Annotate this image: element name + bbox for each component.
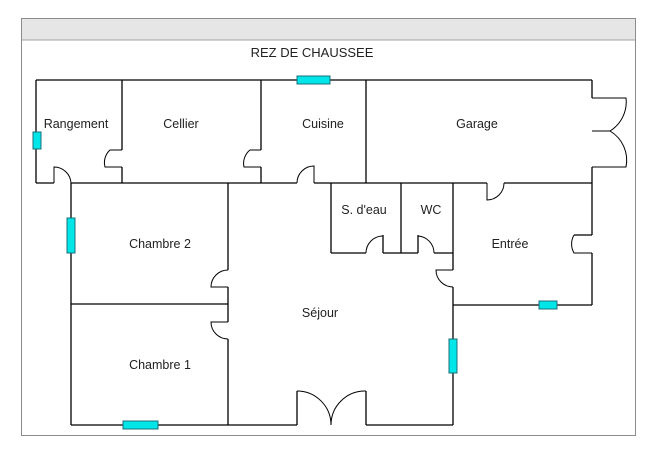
room-label-salle-eau: S. d'eau bbox=[341, 203, 387, 217]
room-label-sejour: Séjour bbox=[302, 306, 338, 320]
header-bar bbox=[22, 19, 635, 40]
room-label-entree: Entrée bbox=[492, 237, 529, 251]
plan-title: REZ DE CHAUSSEE bbox=[251, 45, 374, 60]
room-label-wc: WC bbox=[421, 203, 442, 217]
room-label-chambre1: Chambre 1 bbox=[129, 358, 191, 372]
room-labels: Rangement Cellier Cuisine Garage S. d'ea… bbox=[44, 117, 529, 372]
room-label-cellier: Cellier bbox=[163, 117, 198, 131]
room-label-chambre2: Chambre 2 bbox=[129, 237, 191, 251]
walls bbox=[35, 79, 593, 426]
window-cuisine bbox=[296, 75, 331, 85]
room-label-rangement: Rangement bbox=[44, 117, 109, 131]
window-entree bbox=[538, 300, 558, 310]
window-sejour bbox=[448, 338, 458, 374]
window-rangement bbox=[32, 131, 42, 150]
plan-frame bbox=[21, 18, 636, 436]
room-label-cuisine: Cuisine bbox=[302, 117, 344, 131]
window-chambre2 bbox=[66, 217, 76, 254]
doors bbox=[53, 97, 628, 426]
room-label-garage: Garage bbox=[456, 117, 498, 131]
window-chambre1 bbox=[122, 420, 159, 430]
windows bbox=[32, 75, 558, 430]
